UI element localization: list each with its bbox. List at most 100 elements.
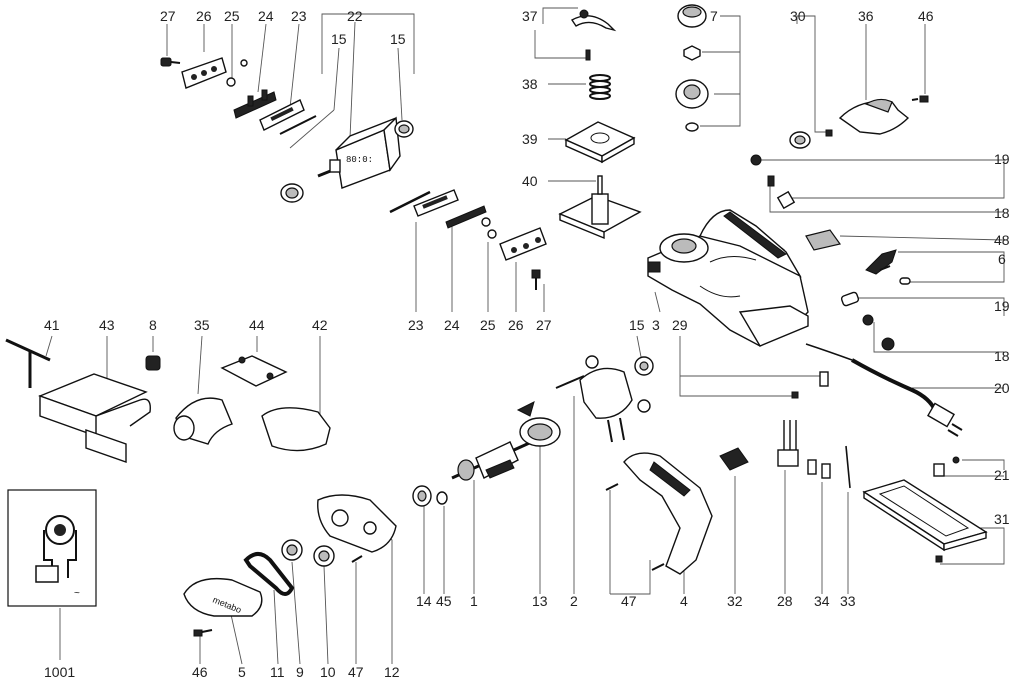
callout-43: 43 <box>99 317 115 333</box>
callout-35: 35 <box>194 317 210 333</box>
callout-10: 10 <box>320 664 336 680</box>
part-29-clip <box>791 371 829 399</box>
callout-15: 15 <box>331 31 347 47</box>
callout-19: 19 <box>994 298 1010 314</box>
callout-13: 13 <box>532 593 548 609</box>
callout-18: 18 <box>994 348 1010 364</box>
part-2-stator <box>555 355 651 443</box>
callout-24: 24 <box>258 8 274 24</box>
part-36-cover <box>838 98 910 135</box>
callout-29: 29 <box>672 317 688 333</box>
callout-44: 44 <box>249 317 265 333</box>
callout-2: 2 <box>570 593 578 609</box>
part-15-bearing-center <box>634 356 654 376</box>
callout-24: 24 <box>444 317 460 333</box>
callout-20: 20 <box>994 380 1010 396</box>
part-23-blade-top <box>259 99 317 135</box>
part-14-bearing <box>412 485 432 507</box>
part-37-bracket <box>570 9 617 61</box>
callout-25: 25 <box>224 8 240 24</box>
part-9-pulley <box>281 539 303 561</box>
part-18-grommet-b <box>881 337 895 351</box>
callout-27: 27 <box>536 317 552 333</box>
part-3-main-housing <box>647 209 809 347</box>
part-46-screw-bottom <box>193 629 213 637</box>
callout-15: 15 <box>390 31 406 47</box>
callout-12: 12 <box>384 664 400 680</box>
part-7-knob <box>675 4 709 132</box>
callout-26: 26 <box>508 317 524 333</box>
part-26-blade-plate-top <box>181 57 227 89</box>
part-48-label <box>805 229 842 251</box>
callout-46: 46 <box>918 8 934 24</box>
part-6-switch <box>865 249 911 285</box>
part-25-nut-lower <box>481 217 497 239</box>
part-30-washer <box>789 129 833 149</box>
part-41-hex-wrench <box>5 338 51 388</box>
part-19-plug-b <box>840 291 874 326</box>
part-19-plug-top <box>750 154 762 166</box>
callout-30: 30 <box>790 8 806 24</box>
part-32-connector <box>719 447 749 471</box>
callout-27: 27 <box>160 8 176 24</box>
part-39-square-plate <box>564 121 636 164</box>
callout-6: 6 <box>998 251 1006 267</box>
part-24-clamp-lower <box>445 205 487 229</box>
part-27-screw-lower <box>531 269 541 290</box>
part-34-sleeve <box>807 459 831 479</box>
part-13-fan <box>516 401 561 447</box>
callout-4: 4 <box>680 593 688 609</box>
callout-48: 48 <box>994 232 1010 248</box>
part-12-side-cover <box>317 494 397 553</box>
callout-18: 18 <box>994 205 1010 221</box>
svg-text:80:0:: 80:0: <box>346 155 373 165</box>
part-8-knob <box>145 355 161 371</box>
part-27-screw-top <box>160 57 181 67</box>
callout-labels: 27 26 25 24 23 22 15 15 37 7 30 36 46 38… <box>44 8 1010 680</box>
part-28-terminal <box>777 420 799 467</box>
callout-8: 8 <box>149 317 157 333</box>
callout-19: 19 <box>994 151 1010 167</box>
callout-34: 34 <box>814 593 830 609</box>
callout-47: 47 <box>621 593 637 609</box>
callout-11: 11 <box>270 664 285 680</box>
part-15-bearing-left <box>280 183 304 203</box>
callout-15: 15 <box>629 317 645 333</box>
part-43-parallel-guide <box>38 373 151 463</box>
callout-9: 9 <box>296 664 304 680</box>
part-20-power-cable <box>805 343 963 437</box>
callout-3: 3 <box>652 317 660 333</box>
part-40-adjust-post <box>558 175 642 240</box>
callout-23: 23 <box>291 8 307 24</box>
leader-lines <box>45 7 1005 665</box>
part-42-chip-bag <box>261 407 331 452</box>
part-10-pulley <box>313 545 335 567</box>
callout-33: 33 <box>840 593 856 609</box>
part-31-base-plate <box>862 479 988 563</box>
callout-25: 25 <box>480 317 496 333</box>
part-47-screw-middle <box>605 483 665 571</box>
callout-32: 32 <box>727 593 743 609</box>
part-18-grommet-top <box>767 175 796 210</box>
inset-1001-wiring: ~ <box>7 489 97 607</box>
callout-7: 7 <box>710 8 718 24</box>
part-23-blade-lower <box>389 189 459 217</box>
callout-45: 45 <box>436 593 452 609</box>
callout-1001: 1001 <box>44 664 75 680</box>
part-35-chip-elbow <box>173 397 233 445</box>
callout-47: 47 <box>348 664 364 680</box>
callout-21: 21 <box>994 467 1010 483</box>
callout-36: 36 <box>858 8 874 24</box>
callout-31: 31 <box>994 511 1010 527</box>
part-46-screw-top <box>911 95 929 103</box>
callout-22: 22 <box>347 8 363 24</box>
part-15-bearing-right <box>394 120 414 138</box>
part-26-plate-lower <box>499 227 547 261</box>
part-47-screw-bottom <box>351 555 363 563</box>
callout-26: 26 <box>196 8 212 24</box>
callout-39: 39 <box>522 131 538 147</box>
part-44-plate <box>220 355 288 387</box>
part-24-clamp-top <box>233 89 277 119</box>
